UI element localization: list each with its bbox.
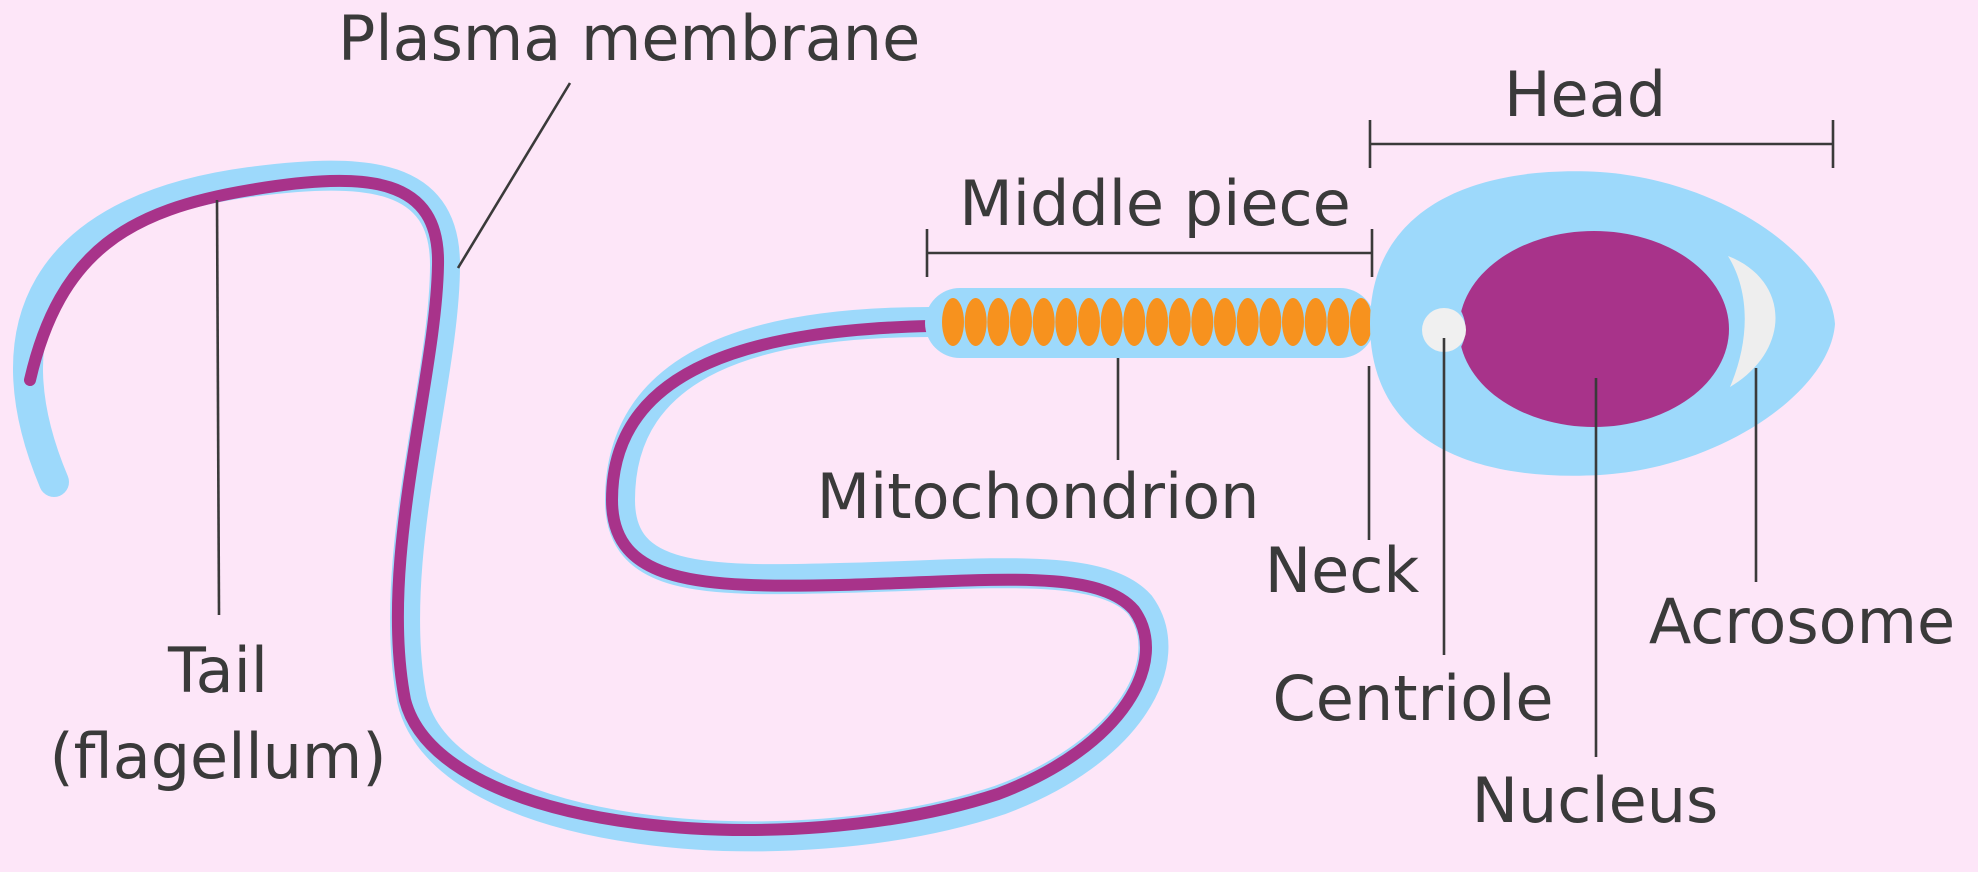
label-tail: Tail — [167, 634, 268, 707]
head — [1370, 171, 1835, 475]
mitochondrion — [1259, 298, 1281, 346]
mitochondrion — [942, 298, 964, 346]
mitochondrion — [965, 298, 987, 346]
tail-leader — [217, 200, 219, 615]
label-centriole: Centriole — [1272, 662, 1553, 735]
mitochondrion — [1078, 298, 1100, 346]
mitochondrion — [1350, 298, 1372, 346]
mitochondrion — [1282, 298, 1304, 346]
mitochondrion — [1214, 298, 1236, 346]
mitochondrion — [1327, 298, 1349, 346]
label-plasma-membrane: Plasma membrane — [338, 2, 920, 75]
label-mitochondrion: Mitochondrion — [817, 460, 1260, 533]
mitochondrion — [1305, 298, 1327, 346]
nucleus — [1459, 231, 1729, 427]
label-neck: Neck — [1265, 534, 1420, 607]
mitochondrion — [1123, 298, 1145, 346]
mitochondrion — [987, 298, 1009, 346]
label-flagellum: (flagellum) — [49, 720, 386, 793]
mitochondrion — [1146, 298, 1168, 346]
mitochondrion — [1191, 298, 1213, 346]
plasma-membrane-leader — [458, 83, 570, 268]
mitochondrion — [1010, 298, 1032, 346]
label-acrosome: Acrosome — [1649, 585, 1955, 658]
mitochondrion — [1055, 298, 1077, 346]
mitochondrion — [1169, 298, 1191, 346]
mitochondrion — [1101, 298, 1123, 346]
mitochondrion — [1033, 298, 1055, 346]
mitochondrion — [1237, 298, 1259, 346]
label-nucleus: Nucleus — [1472, 764, 1719, 837]
label-head: Head — [1504, 58, 1666, 131]
middle-piece — [925, 288, 1375, 358]
label-middle-piece: Middle piece — [959, 167, 1350, 240]
